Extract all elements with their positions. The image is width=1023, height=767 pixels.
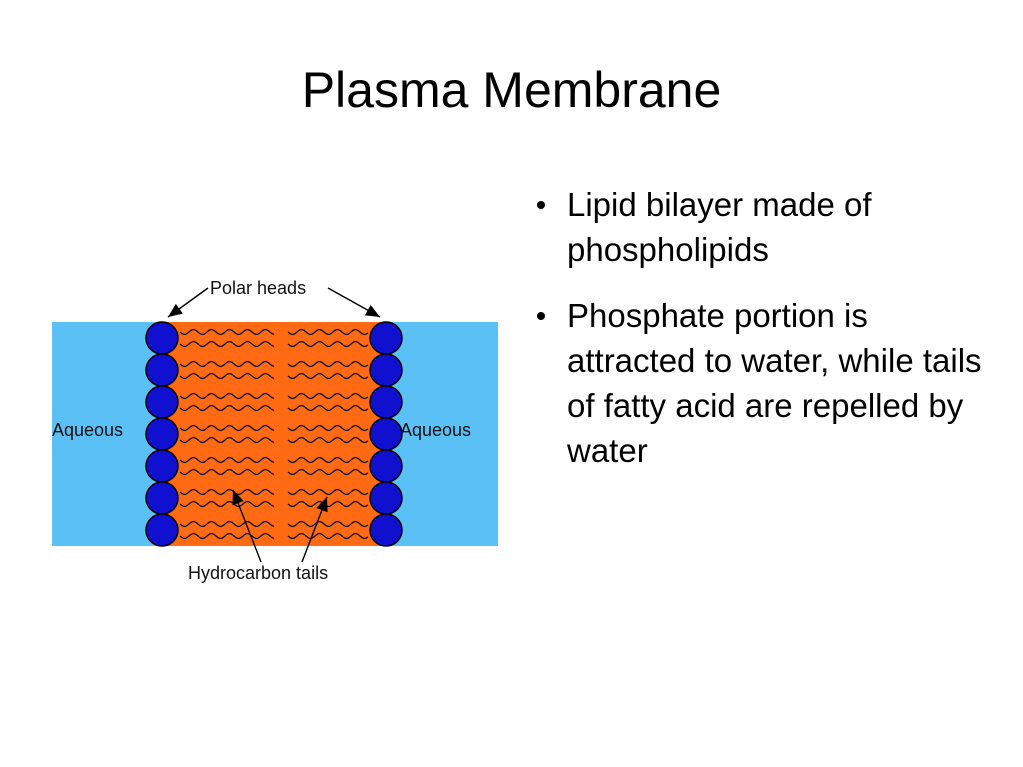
hydrocarbon-tail (179, 372, 275, 380)
polar-head (145, 513, 179, 547)
arrow-head-icon (232, 490, 244, 506)
polar-head (145, 449, 179, 483)
polar-head (369, 481, 403, 515)
hydrocarbon-tail (179, 360, 275, 368)
hydrocarbon-tail (287, 424, 369, 432)
hydrocarbon-tail (287, 436, 369, 444)
hydrocarbon-tail (179, 340, 275, 348)
hydrocarbon-tail (287, 360, 369, 368)
label-arrows-group (167, 287, 381, 563)
lipid-bilayer-diagram: Polar heads Aqueous Aqueous Hydrocarbon … (40, 265, 510, 595)
hydrocarbon-tail (287, 328, 369, 336)
polar-head (145, 385, 179, 419)
aqueous-right-label: Aqueous (400, 420, 471, 440)
hydrocarbon-tail (287, 372, 369, 380)
hydrocarbon-tail (179, 404, 275, 412)
slide-title: Plasma Membrane (301, 62, 722, 118)
hydrocarbon-tail (287, 340, 369, 348)
hydrocarbon-tail (179, 392, 275, 400)
polar-head (369, 353, 403, 387)
hydrocarbon-tail (287, 404, 369, 412)
aqueous-left-label: Aqueous (52, 420, 123, 440)
bullet-text: Lipid bilayer made of phospholipids (567, 186, 872, 268)
hydrocarbon-core (162, 322, 386, 546)
arrow-head-icon (364, 304, 380, 317)
hydrocarbon-tail (179, 328, 275, 336)
hydrocarbon-tail (179, 532, 275, 540)
bullet-text: Phosphate portion is attracted to water,… (567, 297, 982, 469)
hydrocarbon-tail (179, 424, 275, 432)
hydrocarbon-tail (287, 392, 369, 400)
bullet-item: Phosphate portion is attracted to water,… (533, 293, 1003, 473)
hydrocarbon-tail (179, 436, 275, 444)
hydrocarbon-tail (287, 468, 369, 476)
polar-head (369, 449, 403, 483)
hydrocarbon-tails-label: Hydrocarbon tails (188, 563, 328, 583)
bullet-dot-icon (537, 312, 545, 320)
polar-head (145, 417, 179, 451)
polar-head (369, 385, 403, 419)
hydrocarbon-tail (179, 468, 275, 476)
arrow-head-icon (316, 497, 328, 513)
polar-head (369, 321, 403, 355)
hydrocarbon-tail (287, 500, 369, 508)
hydrocarbon-tail (179, 456, 275, 464)
lipid-bilayer-svg: Polar heads Aqueous Aqueous Hydrocarbon … (52, 278, 498, 583)
bullet-item: Lipid bilayer made of phospholipids (533, 182, 1003, 272)
polar-heads-group (145, 321, 403, 547)
polar-heads-label: Polar heads (210, 278, 306, 298)
hydrocarbon-tail (179, 488, 275, 496)
hydrocarbon-tail (287, 532, 369, 540)
bullet-dot-icon (537, 201, 545, 209)
hydrocarbon-tail (179, 500, 275, 508)
hydrocarbon-tails-group (179, 328, 369, 540)
polar-head (145, 481, 179, 515)
hydrocarbon-tail (179, 520, 275, 528)
bullet-list: Lipid bilayer made of phospholipids Phos… (533, 182, 1003, 494)
hydrocarbon-tail (287, 488, 369, 496)
polar-head (369, 417, 403, 451)
polar-head (145, 321, 179, 355)
polar-head (369, 513, 403, 547)
hydrocarbon-tail (287, 456, 369, 464)
polar-head (145, 353, 179, 387)
arrow-head-icon (168, 303, 183, 317)
hydrocarbon-tail (287, 520, 369, 528)
